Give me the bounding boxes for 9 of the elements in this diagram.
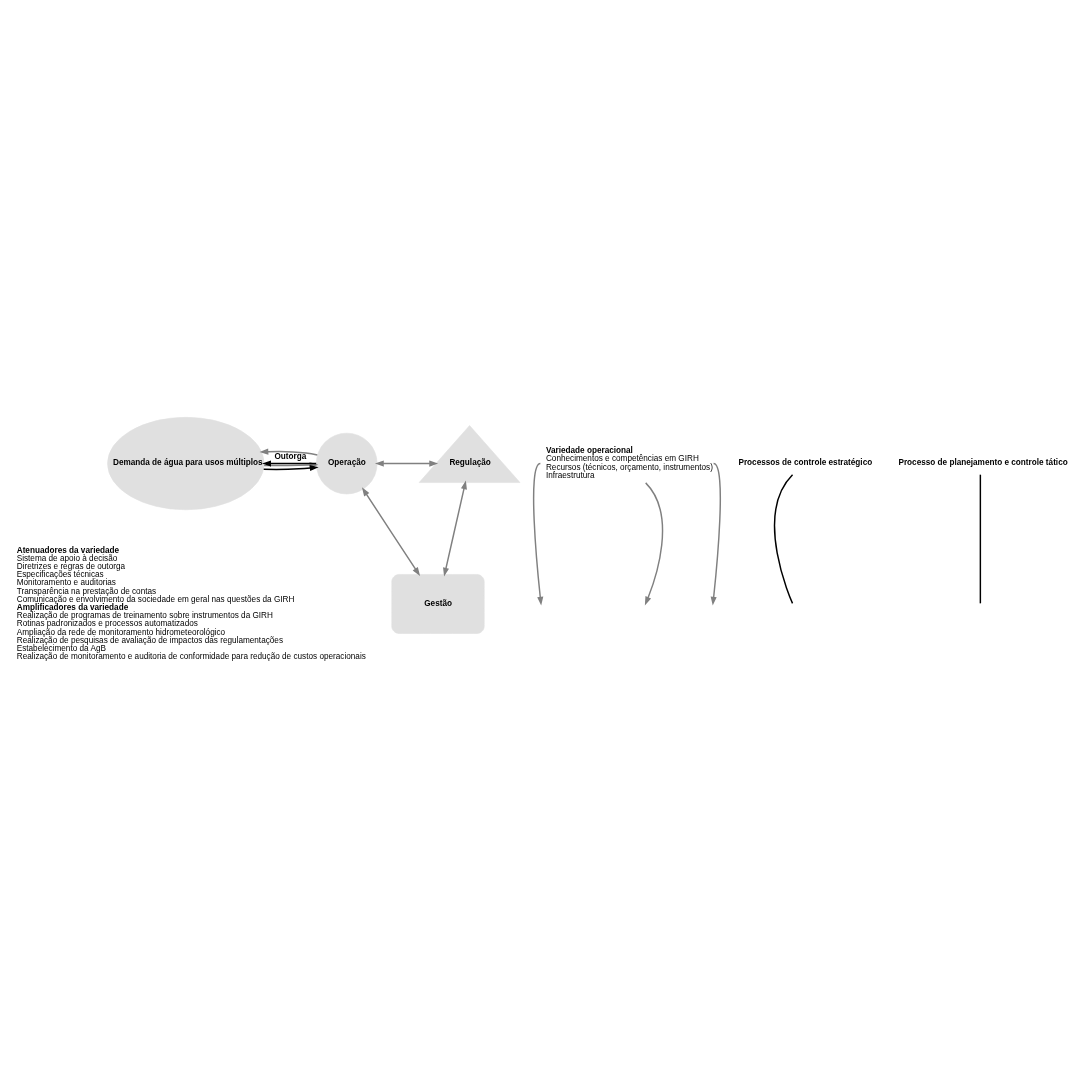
arrow [532, 462, 544, 606]
arrow [644, 482, 664, 606]
connector [773, 473, 794, 605]
arrow [710, 462, 721, 606]
arrow [259, 448, 319, 456]
connector [979, 473, 982, 605]
arrow [443, 480, 467, 577]
arrow [361, 487, 421, 577]
arrow [375, 460, 439, 467]
